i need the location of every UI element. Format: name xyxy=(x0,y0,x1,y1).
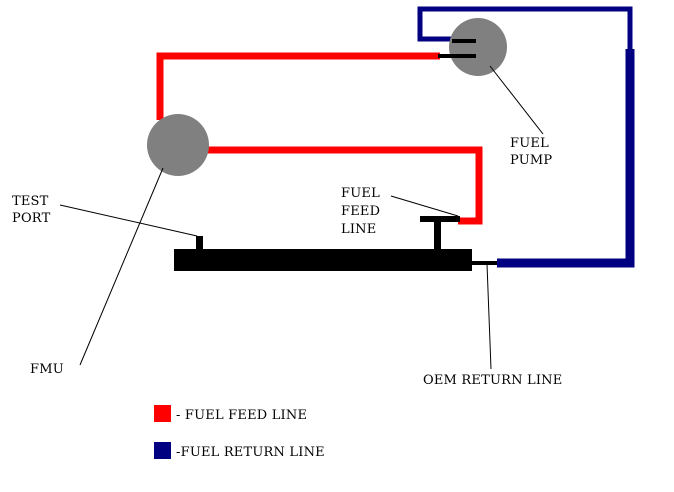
legend-return-swatch xyxy=(154,442,171,459)
legend: - FUEL FEED LINE -FUEL RETURN LINE xyxy=(154,405,325,460)
leader-oem-return xyxy=(486,263,492,370)
fmu-label: FMU xyxy=(30,362,64,377)
feed-line-pump-to-fmu xyxy=(156,52,440,120)
fuel-pump-body xyxy=(449,18,507,76)
legend-feed-label: - FUEL FEED LINE xyxy=(176,408,307,423)
fuel-return-line xyxy=(417,6,635,268)
return-line-pump-loop xyxy=(417,6,633,49)
fuel-rail xyxy=(174,216,497,271)
test-port-fitting xyxy=(196,236,203,250)
fuel-pump xyxy=(438,18,507,76)
fuel-pump-label-line2: PUMP xyxy=(510,153,552,168)
oem-return-label: OEM RETURN LINE xyxy=(423,373,562,388)
fuel-feed-label-line1: FUEL xyxy=(341,186,380,201)
fuel-rail-body xyxy=(174,249,472,271)
leader-fuel-pump xyxy=(489,65,544,135)
legend-feed-swatch xyxy=(154,405,171,422)
fuel-pump-label-line1: FUEL xyxy=(510,136,549,151)
test-port-label-line1: TEST xyxy=(12,194,49,209)
fuel-feed-label-line3: LINE xyxy=(341,222,376,237)
leader-test-port xyxy=(59,204,198,237)
return-line-main xyxy=(497,49,635,268)
leader-fmu xyxy=(79,167,164,366)
legend-return-label: -FUEL RETURN LINE xyxy=(176,445,325,460)
test-port-label-line2: PORT xyxy=(12,211,51,226)
leader-lines xyxy=(59,65,544,370)
fuel-feed-line xyxy=(156,52,483,225)
fuel-feed-label-line2: FEED xyxy=(341,204,380,219)
feed-fitting-stem xyxy=(434,218,441,250)
feed-fitting-cap xyxy=(420,216,460,222)
feed-line-fmu-to-rail xyxy=(205,146,483,225)
fmu-body xyxy=(147,114,209,176)
leader-fuel-feed xyxy=(390,195,459,217)
